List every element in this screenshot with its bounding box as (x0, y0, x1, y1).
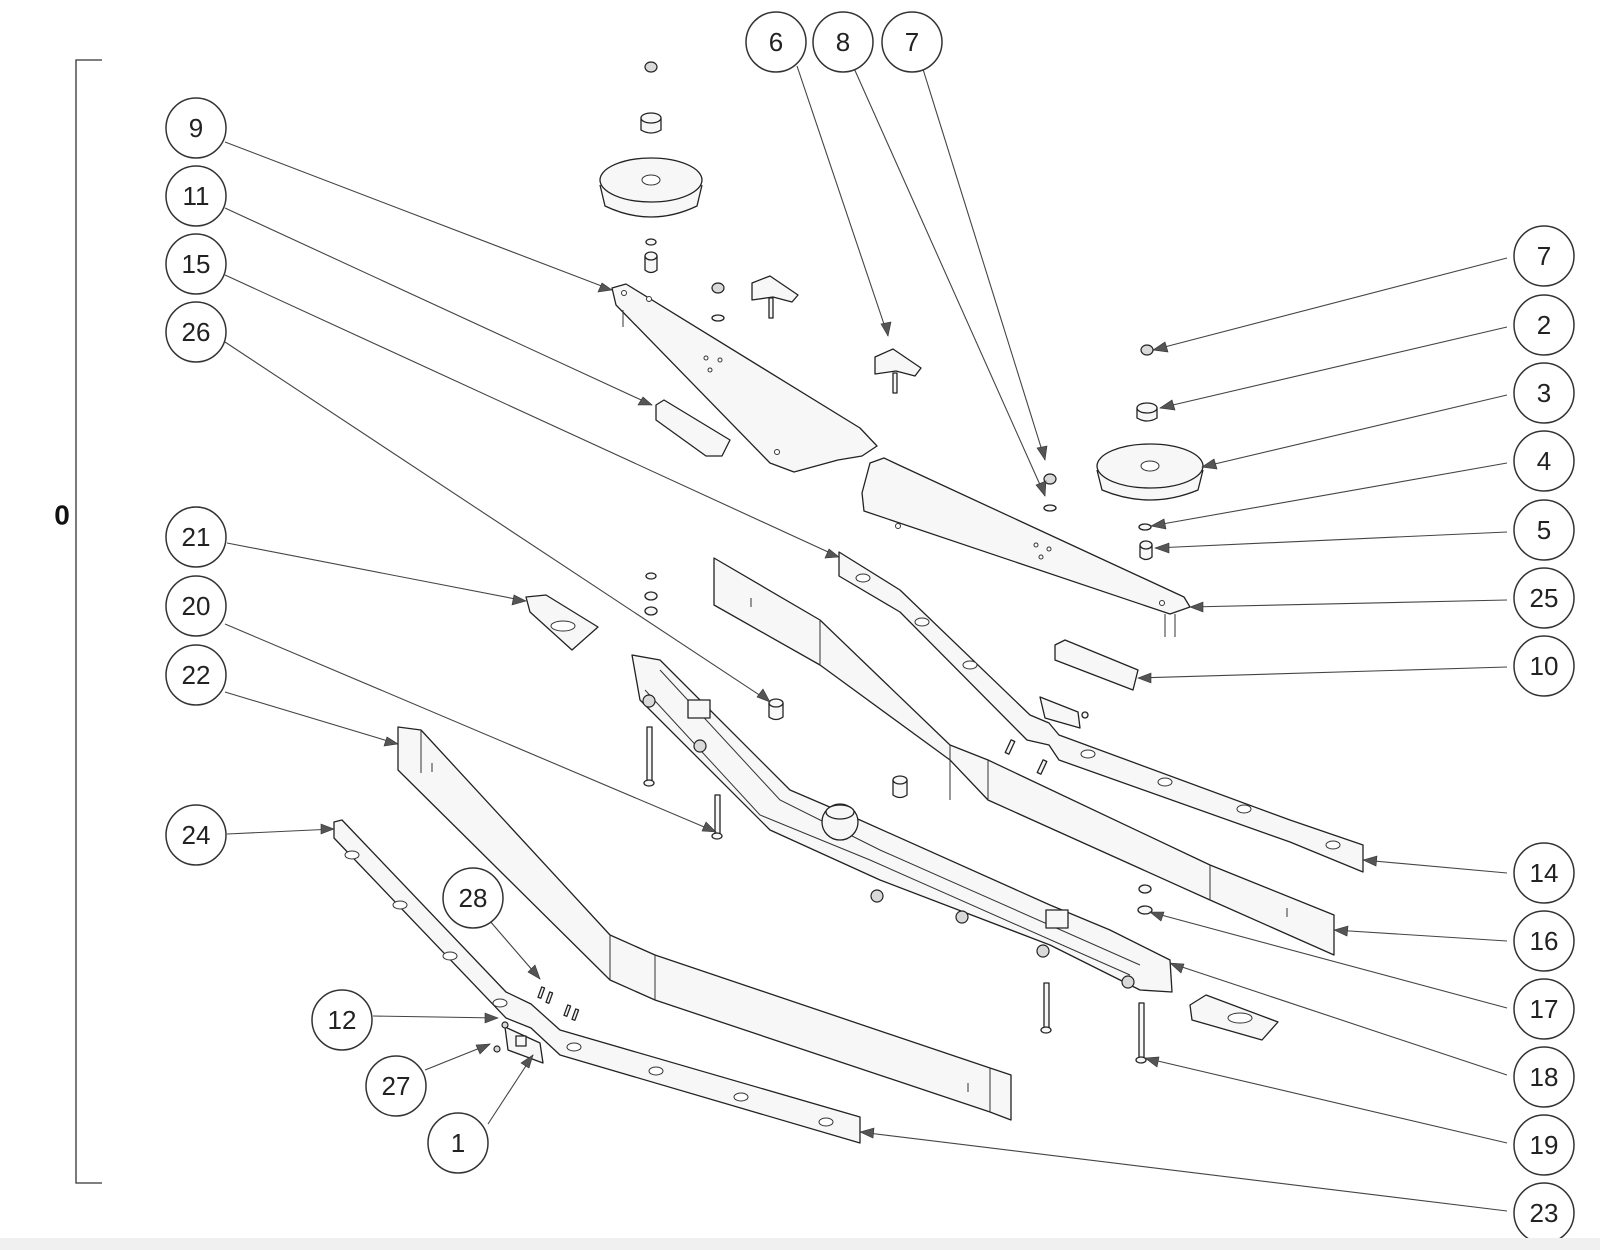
nut-washer-right-plate (1043, 473, 1057, 512)
svg-text:2: 2 (1537, 310, 1551, 340)
svg-text:3: 3 (1537, 378, 1551, 408)
svg-text:7: 7 (905, 27, 919, 57)
callout-14: 14 (1513, 842, 1575, 904)
callout-15: 15 (165, 233, 227, 295)
bushing-26 (768, 698, 784, 721)
svg-text:1: 1 (451, 1128, 465, 1158)
leader-lines (224, 65, 1508, 1212)
svg-text:7: 7 (1537, 241, 1551, 271)
callout-9: 9 (165, 97, 227, 159)
svg-text:6: 6 (769, 27, 783, 57)
svg-text:17: 17 (1530, 994, 1559, 1024)
belt-panel-16 (713, 557, 1335, 956)
callout-8: 8 (812, 11, 874, 73)
callout-22: 22 (165, 644, 227, 706)
assembly-label: 0 (54, 500, 70, 531)
svg-text:21: 21 (182, 522, 211, 552)
callout-23: 23 (1513, 1182, 1575, 1244)
callout-2: 2 (1513, 294, 1575, 356)
callout-20: 20 (165, 575, 227, 637)
clip-21 (525, 594, 599, 651)
callout-16: 16 (1513, 910, 1575, 972)
callout-26: 26 (165, 301, 227, 363)
svg-text:23: 23 (1530, 1198, 1559, 1228)
callout-5: 5 (1513, 499, 1575, 561)
callout-10: 10 (1513, 635, 1575, 697)
top-plate-left (611, 283, 878, 473)
spacer-bracket-11 (655, 399, 731, 457)
bolt-right-a (1040, 982, 1052, 1034)
callout-4: 4 (1513, 430, 1575, 492)
svg-text:11: 11 (183, 181, 210, 211)
svg-text:27: 27 (382, 1071, 411, 1101)
svg-text:24: 24 (182, 820, 211, 850)
footer-strip (0, 1238, 1600, 1250)
callout-27: 27 (365, 1055, 427, 1117)
bolt-left-a (643, 726, 655, 787)
callout-18: 18 (1513, 1046, 1575, 1108)
center-washers (644, 572, 658, 616)
knob-upper (751, 275, 799, 319)
callout-21: 21 (165, 506, 227, 568)
svg-text:28: 28 (459, 883, 488, 913)
nut-washer-upper (711, 282, 725, 322)
svg-text:9: 9 (189, 113, 203, 143)
knob-lower (874, 348, 922, 394)
assembly-bracket (75, 59, 102, 1184)
callout-12: 12 (311, 989, 373, 1051)
callout-19: 19 (1513, 1114, 1575, 1176)
svg-text:20: 20 (182, 591, 211, 621)
strap-upper (838, 551, 1364, 873)
callout-25: 25 (1513, 567, 1575, 629)
spacer-bracket-10 (1054, 639, 1139, 691)
svg-text:14: 14 (1530, 858, 1559, 888)
belt-panel-22 (397, 726, 1012, 1121)
callout-7-right: 7 (1513, 225, 1575, 287)
svg-text:22: 22 (182, 660, 211, 690)
washers-17 (1137, 884, 1153, 915)
top-left-spool-stack (599, 61, 703, 274)
callout-7-top: 7 (881, 11, 943, 73)
clip-lower-right (1189, 994, 1279, 1041)
svg-text:5: 5 (1537, 515, 1551, 545)
svg-text:8: 8 (836, 27, 850, 57)
svg-text:26: 26 (182, 317, 211, 347)
svg-text:10: 10 (1530, 651, 1559, 681)
svg-text:4: 4 (1537, 446, 1551, 476)
callout-24: 24 (165, 804, 227, 866)
right-spool-stack (1096, 344, 1204, 561)
callout-17: 17 (1513, 978, 1575, 1040)
central-frame-18 (631, 654, 1173, 993)
latch-right (1004, 696, 1089, 775)
strap-lower (333, 819, 861, 1144)
top-plate-right (861, 457, 1191, 637)
latch-lower (493, 986, 580, 1064)
bolt-left-b (711, 794, 723, 840)
svg-text:16: 16 (1530, 926, 1559, 956)
svg-text:19: 19 (1530, 1130, 1559, 1160)
svg-text:15: 15 (182, 249, 211, 279)
svg-text:25: 25 (1530, 583, 1559, 613)
callout-3: 3 (1513, 362, 1575, 424)
bolt-right-b (1135, 1002, 1147, 1064)
svg-text:18: 18 (1530, 1062, 1559, 1092)
callout-6: 6 (745, 11, 807, 73)
svg-text:12: 12 (328, 1005, 357, 1035)
bushing-center (892, 775, 908, 799)
callout-1: 1 (427, 1112, 489, 1174)
callout-28: 28 (442, 867, 504, 929)
callout-11: 11 (165, 165, 227, 227)
